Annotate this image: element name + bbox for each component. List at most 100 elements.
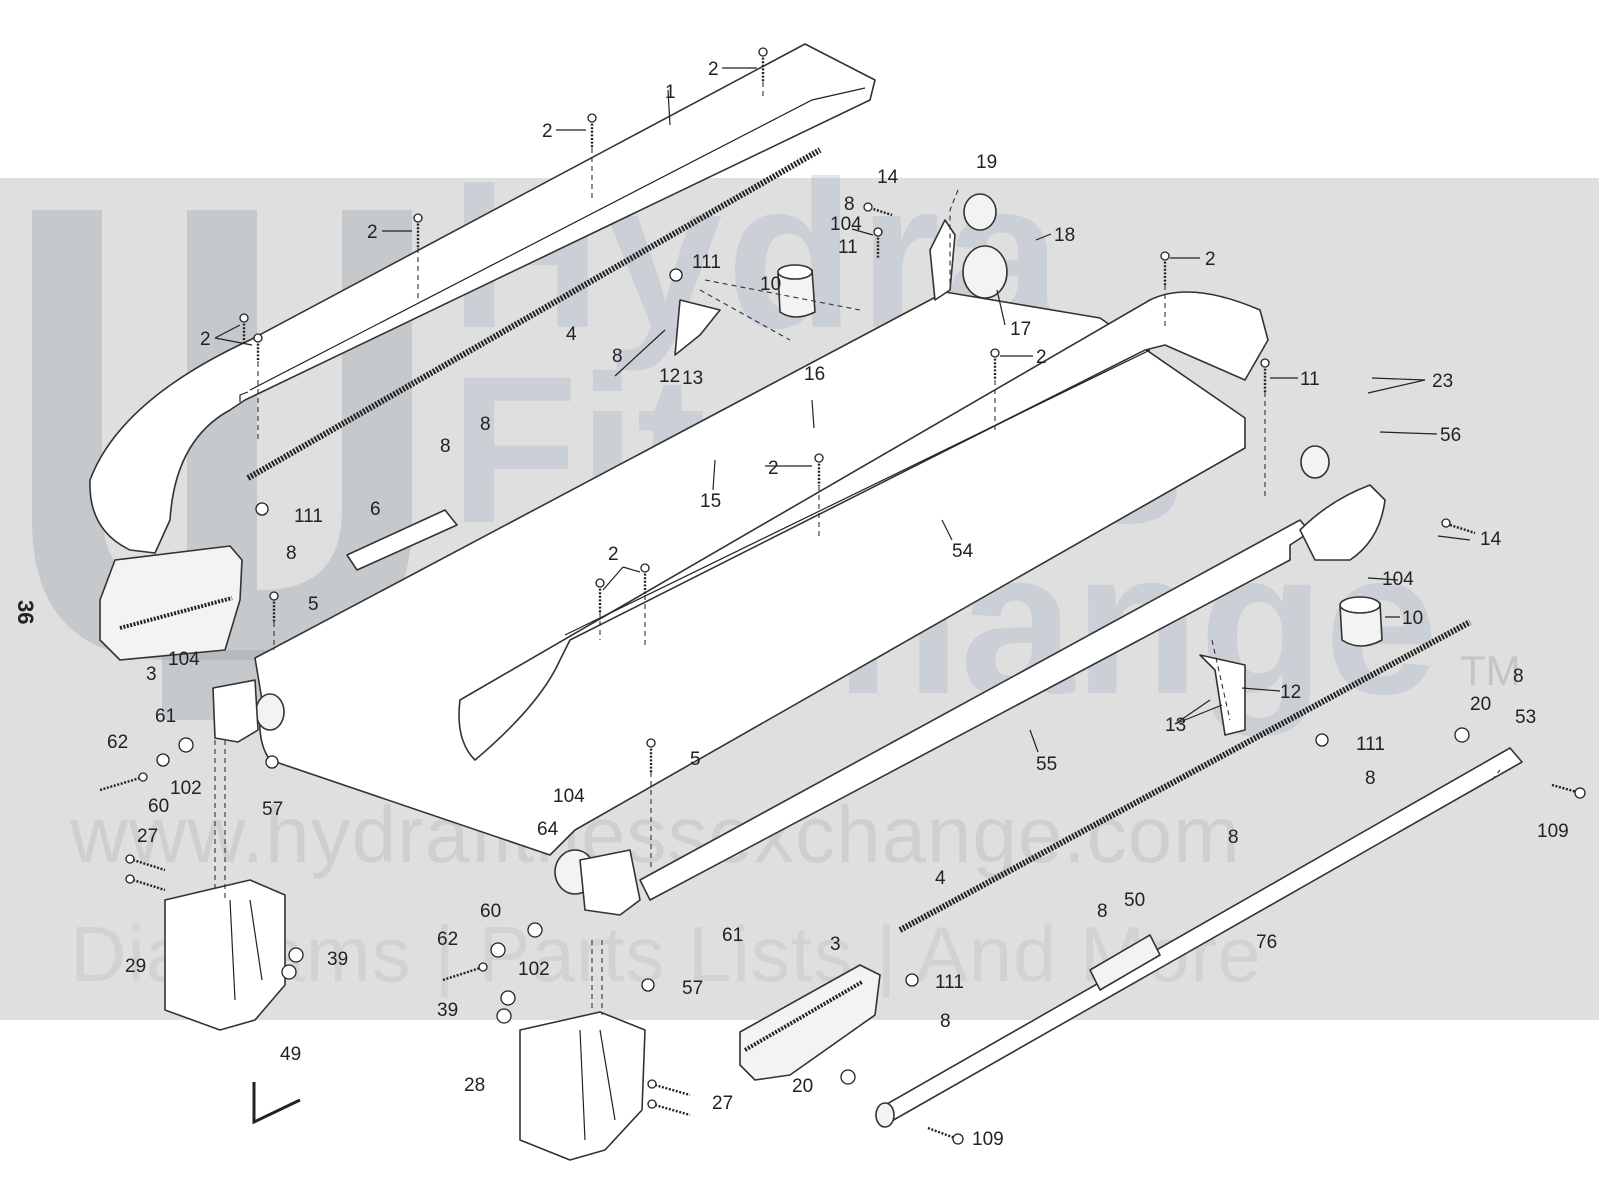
callout: 60 xyxy=(480,901,501,922)
callout: 49 xyxy=(280,1044,301,1065)
callout: 27 xyxy=(137,826,158,847)
callout: 8 xyxy=(1513,666,1524,687)
callout: 111 xyxy=(294,506,323,527)
callout: 19 xyxy=(976,152,997,173)
callout: 4 xyxy=(566,324,577,345)
right-end-cap xyxy=(739,964,881,1081)
callout: 5 xyxy=(308,594,319,615)
callout: 62 xyxy=(107,732,128,753)
callout: 76 xyxy=(1256,932,1277,953)
callout: 57 xyxy=(682,978,703,999)
drive-wheel xyxy=(963,193,997,231)
bracket-left xyxy=(674,299,721,356)
callout: 11 xyxy=(838,237,858,258)
callout: 8 xyxy=(1097,901,1108,922)
callout-labels: 1 2 2 2 2 2 2 2 2 3 3 4 4 5 5 6 8 8 8 8 … xyxy=(107,59,1569,1150)
callout: 109 xyxy=(972,1129,1004,1150)
callout: 20 xyxy=(792,1076,813,1097)
callout: 39 xyxy=(437,1000,458,1021)
callout: 12 xyxy=(659,366,680,387)
callout: 10 xyxy=(760,274,781,295)
callout: 61 xyxy=(722,925,743,946)
callout: 109 xyxy=(1537,821,1569,842)
crossbar-tube xyxy=(879,747,1523,1123)
callout: 23 xyxy=(1432,371,1453,392)
callout: 8 xyxy=(940,1011,951,1032)
callout: 13 xyxy=(682,368,703,389)
callout: 8 xyxy=(1365,768,1376,789)
callout: 8 xyxy=(440,436,451,457)
callout: 5 xyxy=(690,749,701,770)
callout: 14 xyxy=(1480,529,1502,550)
callout: 8 xyxy=(286,543,297,564)
callout: 111 xyxy=(692,252,721,273)
callout: 16 xyxy=(804,364,825,385)
callout: 2 xyxy=(367,222,378,243)
callout: 55 xyxy=(1036,754,1057,775)
warning-decal xyxy=(346,509,458,571)
callout: 2 xyxy=(1205,249,1216,270)
callout: 104 xyxy=(168,649,200,670)
callout: 102 xyxy=(518,959,550,980)
callout: 8 xyxy=(1228,827,1239,848)
callout: 3 xyxy=(830,934,841,955)
callout: 3 xyxy=(146,664,157,685)
callout: 2 xyxy=(542,121,553,142)
rear-foot-left xyxy=(164,879,286,1031)
callout: 29 xyxy=(125,956,146,977)
callout: 62 xyxy=(437,929,458,950)
callout: 2 xyxy=(608,544,619,565)
callout: 8 xyxy=(844,194,855,215)
left-rail-cover xyxy=(89,43,876,554)
callout: 104 xyxy=(830,214,862,235)
callout: 11 xyxy=(1300,369,1320,390)
allen-wrench xyxy=(252,1082,301,1125)
callout: 6 xyxy=(370,499,381,520)
callout: 111 xyxy=(935,972,964,993)
callout: 102 xyxy=(170,778,202,799)
rear-roller-end xyxy=(1300,445,1330,479)
left-rail xyxy=(246,147,822,481)
nut-set xyxy=(156,268,1470,1085)
callout: 1 xyxy=(665,82,676,103)
callout: 8 xyxy=(480,414,491,435)
tube-collar xyxy=(1089,934,1161,991)
callout: 50 xyxy=(1124,890,1145,911)
watermark-url: www.hydrafitnessexchange.com xyxy=(70,790,1241,879)
callout: 104 xyxy=(553,786,585,807)
walking-deck xyxy=(458,291,1269,761)
front-roller-pulley xyxy=(962,245,1008,299)
isolator-right xyxy=(1339,602,1383,647)
right-rail-cover xyxy=(639,519,1311,901)
callout: 60 xyxy=(148,796,169,817)
callout: 104 xyxy=(1382,569,1414,590)
callout: 54 xyxy=(952,541,974,562)
watermark-tm: TM xyxy=(1460,647,1521,694)
callout: 18 xyxy=(1054,225,1075,246)
callout: 15 xyxy=(700,491,721,512)
callout: 2 xyxy=(708,59,719,80)
callout: 2 xyxy=(200,329,211,350)
screw-set xyxy=(99,47,1586,1145)
callout: 57 xyxy=(262,799,283,820)
callout: 64 xyxy=(537,819,559,840)
leader-lines xyxy=(214,67,1471,753)
callout: 56 xyxy=(1440,425,1461,446)
callout: 2 xyxy=(768,458,779,479)
callout: 4 xyxy=(935,868,946,889)
callout: 2 xyxy=(1036,347,1047,368)
left-end-cap xyxy=(99,545,243,661)
callout: 27 xyxy=(712,1093,733,1114)
callout: 61 xyxy=(155,706,176,727)
callout: 39 xyxy=(327,949,348,970)
callout: 20 xyxy=(1470,694,1491,715)
callout: 12 xyxy=(1280,682,1301,703)
right-frame-bracket xyxy=(1299,484,1386,561)
callout: 28 xyxy=(464,1075,485,1096)
right-rail xyxy=(898,619,1472,933)
left-rear-roller-end xyxy=(255,693,285,731)
callout: 17 xyxy=(1010,319,1031,340)
callout: 111 xyxy=(1356,734,1385,755)
